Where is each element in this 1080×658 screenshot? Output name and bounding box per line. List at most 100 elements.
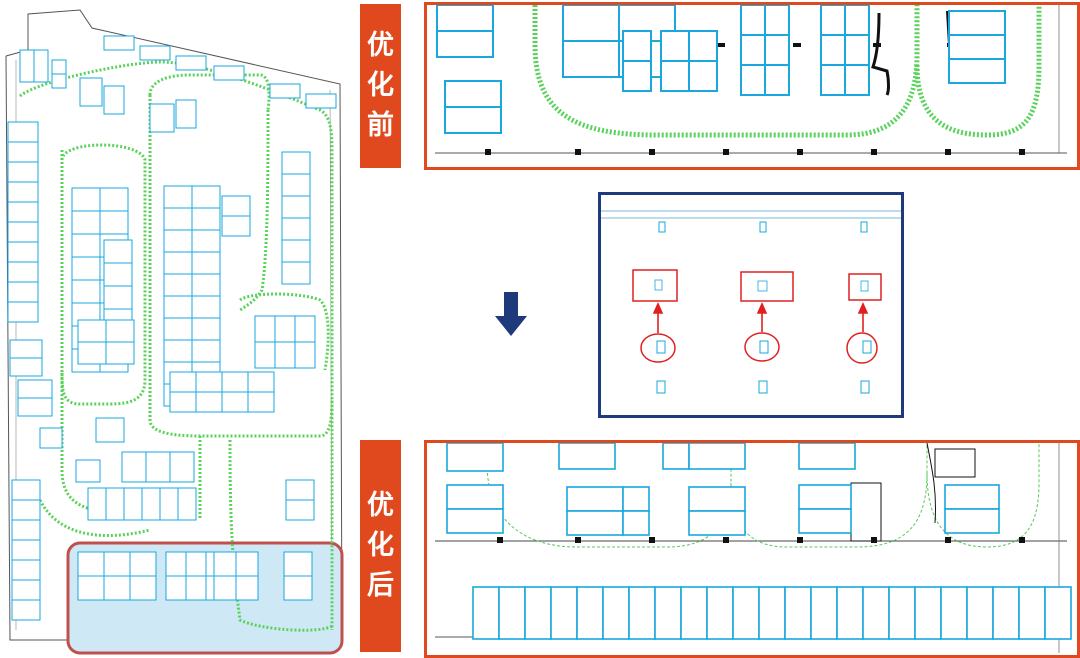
parking-space xyxy=(103,239,133,264)
parking-space xyxy=(39,427,63,449)
parking-space xyxy=(281,173,311,197)
parking-space xyxy=(688,510,746,536)
parking-space xyxy=(165,575,187,601)
parking-space xyxy=(11,519,41,541)
parking-space xyxy=(444,80,502,108)
parking-space xyxy=(185,575,207,601)
parking-space xyxy=(169,451,195,483)
parking-space xyxy=(213,575,237,601)
parking-space xyxy=(71,187,101,212)
parking-space xyxy=(281,151,311,175)
parking-space xyxy=(274,315,296,343)
parking-space xyxy=(163,339,193,363)
parking-space xyxy=(103,85,125,115)
parking-space xyxy=(274,341,296,369)
parking-space xyxy=(283,575,313,601)
column-footprints xyxy=(656,221,872,394)
parking-space xyxy=(820,34,846,66)
parking-space xyxy=(446,484,504,510)
parking-space xyxy=(175,99,197,129)
parking-space xyxy=(71,279,101,304)
parking-space xyxy=(680,586,708,640)
parking-space xyxy=(105,341,135,365)
parking-space xyxy=(163,317,193,341)
parking-space xyxy=(105,487,125,521)
after-plan-svg xyxy=(435,443,1072,653)
parking-space xyxy=(758,586,786,640)
parking-space xyxy=(281,217,311,241)
parking-space xyxy=(1018,586,1046,640)
parking-space xyxy=(191,207,221,231)
parking-space xyxy=(11,599,41,621)
driveway-loops xyxy=(19,60,334,632)
parking-space xyxy=(740,34,766,66)
parking-space xyxy=(436,30,494,58)
parking-space xyxy=(948,10,1006,36)
parking-space xyxy=(141,487,161,521)
parking-space xyxy=(77,341,107,365)
parking-space xyxy=(660,60,690,92)
parking-space xyxy=(566,486,624,512)
parking-space xyxy=(221,371,249,393)
column-zoom-detail xyxy=(598,192,904,418)
parking-space xyxy=(566,510,624,536)
down-arrow-icon xyxy=(494,292,528,338)
driveway-before xyxy=(532,5,1042,138)
parking-space xyxy=(235,575,259,601)
parking-space xyxy=(213,551,237,577)
parking-space xyxy=(294,341,316,369)
parking-space xyxy=(19,49,35,83)
parking-space xyxy=(17,397,53,417)
parking-space xyxy=(576,586,604,640)
parking-space xyxy=(844,34,870,66)
parking-space xyxy=(71,233,101,258)
parking-space xyxy=(732,586,760,640)
parking-space xyxy=(948,58,1006,84)
parking-space xyxy=(163,185,193,209)
before-plan-svg xyxy=(435,5,1067,155)
floor-plan-svg xyxy=(5,9,344,655)
parking-space xyxy=(163,251,193,275)
parking-space xyxy=(472,586,500,640)
after-optimization-label: 优 化 后 xyxy=(360,440,401,652)
parking-space xyxy=(622,60,652,92)
after-label-char-1: 优 xyxy=(367,490,394,521)
before-optimization-panel xyxy=(424,2,1080,170)
parking-space xyxy=(688,30,718,62)
parking-space xyxy=(7,301,39,323)
relocation-arrows xyxy=(652,302,869,333)
parking-space xyxy=(254,341,276,369)
parking-space xyxy=(764,34,790,66)
parking-space xyxy=(163,229,193,253)
parking-space xyxy=(740,64,766,96)
parking-space xyxy=(95,417,125,443)
parking-space xyxy=(77,319,107,343)
parking-space xyxy=(281,195,311,219)
before-label-char-2: 化 xyxy=(367,70,394,101)
parking-space xyxy=(622,510,650,536)
parking-space xyxy=(99,210,129,235)
parking-space xyxy=(444,106,502,134)
parking-space xyxy=(163,273,193,297)
after-label-char-2: 化 xyxy=(367,530,394,561)
parking-space xyxy=(185,551,207,577)
parking-space xyxy=(191,317,221,341)
parking-space xyxy=(71,210,101,235)
parking-space xyxy=(562,40,620,78)
parking-space xyxy=(688,60,718,92)
before-optimization-label: 优 化 前 xyxy=(360,4,401,168)
parking-space xyxy=(221,195,251,217)
parking-space xyxy=(75,459,101,483)
parking-space xyxy=(1044,586,1072,640)
parking-space xyxy=(550,586,578,640)
parking-space xyxy=(436,5,494,32)
columns-after xyxy=(497,537,1025,543)
parking-space xyxy=(169,371,197,393)
parking-space xyxy=(149,103,175,133)
parking-space xyxy=(764,64,790,96)
parking-space xyxy=(163,207,193,231)
before-label-char-3: 前 xyxy=(367,110,394,141)
parking-space xyxy=(191,251,221,275)
parking-space xyxy=(177,487,197,521)
parking-space xyxy=(87,487,107,521)
